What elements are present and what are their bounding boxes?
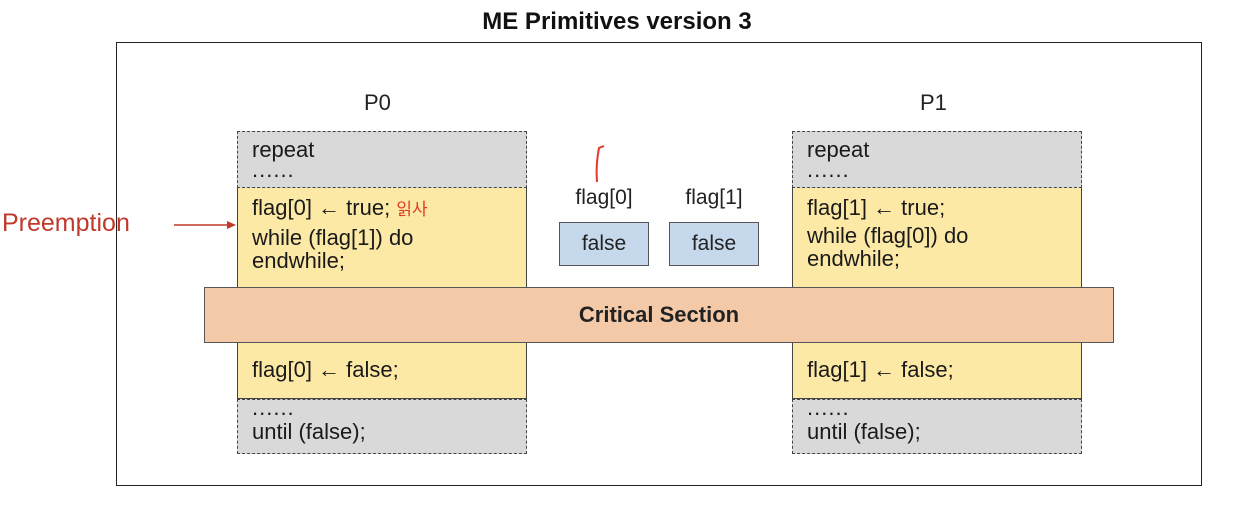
p1-exit-text: flag[1] ← false; bbox=[807, 357, 954, 382]
p1-exit-block: flag[1] ← false; bbox=[792, 343, 1082, 399]
p1-repeat-text: repeat bbox=[807, 137, 870, 162]
p0-dots-bottom: ...... bbox=[252, 395, 295, 420]
critical-section-bar: Critical Section bbox=[204, 287, 1114, 343]
p0-exit-block: flag[0] ← false; bbox=[237, 343, 527, 399]
p0-until-text: until (false); bbox=[252, 419, 366, 444]
p1-entry-line1: flag[1] ← true; bbox=[807, 195, 946, 220]
p0-entry-line2: while (flag[1]) do bbox=[252, 225, 414, 250]
p0-until-block: ...... until (false); bbox=[237, 395, 527, 454]
process-label-p1: P1 bbox=[920, 90, 947, 115]
flag0-value-box: false bbox=[559, 222, 649, 266]
p0-entry-line3: endwhile; bbox=[252, 248, 345, 273]
handwritten-note: 읽사 bbox=[396, 200, 428, 219]
p1-dots-top: ...... bbox=[807, 157, 850, 182]
p1-entry-block: flag[1] ← true; while (flag[0]) do endwh… bbox=[792, 188, 1082, 288]
p0-repeat-text: repeat bbox=[252, 137, 315, 162]
p0-repeat-block: repeat ...... bbox=[237, 131, 527, 188]
p1-until-text: until (false); bbox=[807, 419, 921, 444]
p1-until-block: ...... until (false); bbox=[792, 395, 1082, 454]
p1-repeat-block: repeat ...... bbox=[792, 131, 1082, 188]
flag1-label: flag[1] bbox=[685, 186, 743, 209]
flag0-label: flag[0] bbox=[575, 186, 633, 209]
p0-dots-top: ...... bbox=[252, 157, 295, 182]
p0-entry-block: flag[0] ← true; 읽사 while (flag[1]) do en… bbox=[237, 188, 527, 288]
preemption-label: Preemption bbox=[2, 209, 130, 237]
process-label-p0: P0 bbox=[364, 90, 391, 115]
p0-entry-line1: flag[0] ← true; bbox=[252, 195, 391, 220]
flag1-value-box: false bbox=[669, 222, 759, 266]
handwritten-pen-mark bbox=[595, 145, 605, 183]
p1-entry-line3: endwhile; bbox=[807, 246, 900, 271]
preemption-arrow bbox=[174, 221, 236, 229]
p0-exit-text: flag[0] ← false; bbox=[252, 357, 399, 382]
diagram-title: ME Primitives version 3 bbox=[482, 8, 752, 35]
diagram-frame bbox=[116, 42, 1202, 486]
p1-entry-line2: while (flag[0]) do bbox=[807, 223, 969, 248]
p1-dots-bottom: ...... bbox=[807, 395, 850, 420]
